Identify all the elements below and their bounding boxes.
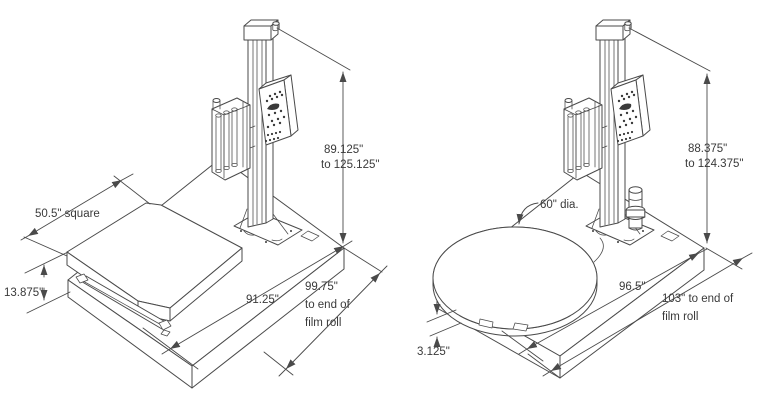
- film-roll-tube: [625, 186, 646, 231]
- base-length-label: 91.25": [246, 294, 279, 306]
- turntable-tab: [478, 318, 494, 329]
- film-roll-label-line1: 103" to end of: [662, 293, 734, 305]
- platform-size-dimension: [20, 173, 151, 257]
- turntable-tab: [512, 322, 529, 332]
- height-dimension: [276, 27, 383, 273]
- dimension-labels: 50.5" square 13.875" 89.125" to 125.125"…: [4, 143, 743, 358]
- height-label-line2: to 124.375": [685, 158, 743, 170]
- load-height-dimension: [24, 251, 71, 314]
- base-side-bar: [75, 273, 172, 337]
- platform-wrapper-figure: [20, 19, 388, 389]
- turntable-height-dimension: [426, 303, 462, 348]
- film-roll-label-line2: to end of: [305, 299, 351, 311]
- base-length-label: 96.5": [619, 281, 645, 293]
- turntable-diameter-leader: [516, 202, 539, 225]
- film-roll-label-line2: film roll: [662, 311, 698, 323]
- film-roll-dimension: [263, 265, 388, 377]
- base-length-dimension: [142, 240, 353, 370]
- base-anchor: [300, 230, 320, 242]
- platform-size-label: 50.5" square: [35, 208, 100, 220]
- height-label-line2: to 125.125": [321, 159, 379, 171]
- film-roll-label-line1: 99.75": [305, 281, 338, 293]
- height-label-line1: 89.125": [324, 144, 363, 156]
- turntable-diameter-label: 60" dia.: [540, 199, 579, 211]
- turntable-wrapper-figure: [426, 19, 753, 379]
- height-label-line1: 88.375": [688, 143, 727, 155]
- film-roll-dimension: [527, 252, 753, 379]
- load-height-label: 13.875": [4, 287, 43, 299]
- base-anchor: [660, 230, 680, 242]
- turntable-height-label: 3.125": [417, 346, 450, 358]
- film-roll-label-line3: film roll: [305, 317, 341, 329]
